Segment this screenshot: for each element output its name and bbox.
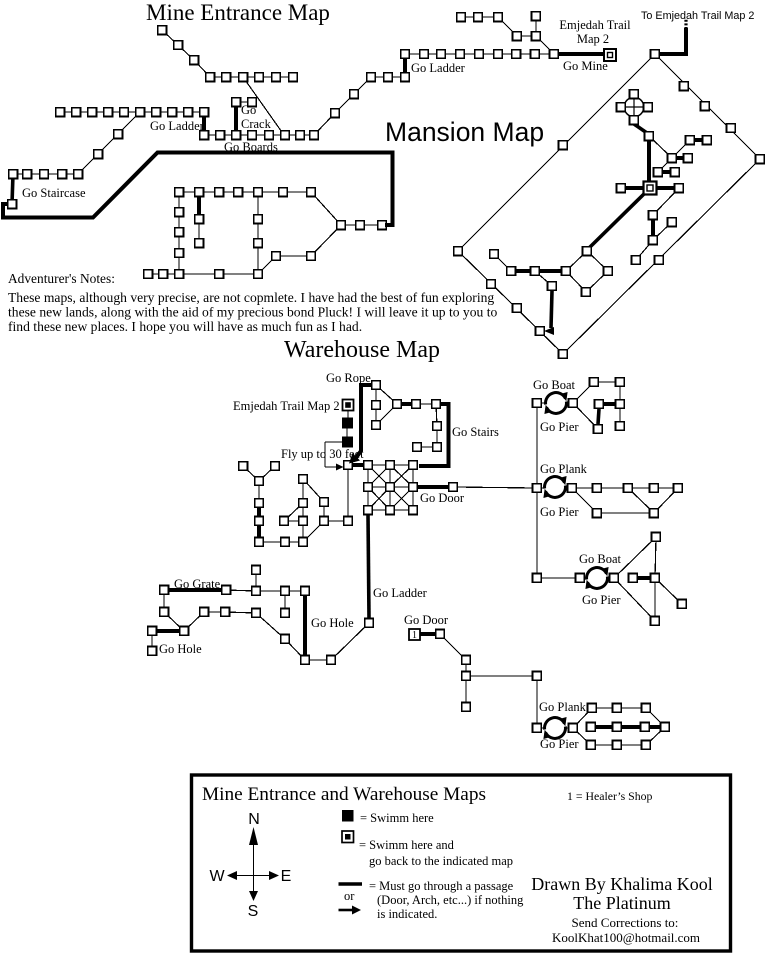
svg-text:Go Pier: Go Pier bbox=[540, 420, 579, 434]
svg-text:= Must go through a passage: = Must go through a passage bbox=[369, 879, 514, 893]
svg-text:Mansion Map: Mansion Map bbox=[385, 117, 544, 147]
svg-text:Go Mine: Go Mine bbox=[563, 59, 608, 73]
svg-text:Emjedah Trail Map 2: Emjedah Trail Map 2 bbox=[233, 399, 340, 413]
svg-text:Go Pier: Go Pier bbox=[540, 505, 579, 519]
svg-text:Go Plank: Go Plank bbox=[540, 462, 588, 476]
svg-text:is indicated.: is indicated. bbox=[377, 907, 437, 921]
svg-text:Mine Entrance and Warehouse Ma: Mine Entrance and Warehouse Maps bbox=[202, 784, 486, 805]
svg-text:KoolKhat100@hotmail.com: KoolKhat100@hotmail.com bbox=[552, 930, 700, 945]
svg-text:W: W bbox=[209, 868, 225, 885]
svg-text:Go Stairs: Go Stairs bbox=[452, 425, 499, 439]
svg-text:Map 2: Map 2 bbox=[577, 32, 609, 46]
svg-text:go back to the indicated map: go back to the indicated map bbox=[369, 854, 513, 868]
svg-text:Go Door: Go Door bbox=[404, 613, 449, 627]
svg-text:Mine Entrance Map: Mine Entrance Map bbox=[146, 0, 330, 25]
svg-text:Go Plank: Go Plank bbox=[539, 700, 587, 714]
svg-text:The Platinum: The Platinum bbox=[573, 893, 671, 913]
svg-text:Go Rope: Go Rope bbox=[326, 371, 371, 385]
svg-text:these new lands, along with th: these new lands, along with the aid of m… bbox=[8, 305, 497, 320]
svg-text:Go Boat: Go Boat bbox=[533, 378, 576, 392]
svg-text:find these new places. I hope: find these new places. I hope you will h… bbox=[8, 319, 362, 334]
svg-text:Go Ladder: Go Ladder bbox=[411, 61, 466, 75]
svg-text:Adventurer's Notes:: Adventurer's Notes: bbox=[8, 271, 115, 286]
svg-text:S: S bbox=[248, 903, 259, 920]
svg-text:Go Hole: Go Hole bbox=[311, 616, 354, 630]
svg-text:Crack: Crack bbox=[241, 117, 272, 131]
svg-text:1 = Healer’s Shop: 1 = Healer’s Shop bbox=[567, 789, 652, 803]
svg-text:Go Boat: Go Boat bbox=[579, 552, 622, 566]
svg-text:N: N bbox=[248, 811, 260, 828]
svg-text:Go Ladder: Go Ladder bbox=[150, 119, 205, 133]
svg-text:These maps, although very prec: These maps, although very precise, are n… bbox=[8, 290, 494, 305]
svg-text:Go Door: Go Door bbox=[420, 491, 465, 505]
svg-text:Emjedah Trail: Emjedah Trail bbox=[559, 18, 631, 32]
svg-text:Go Staircase: Go Staircase bbox=[22, 186, 86, 200]
svg-text:Go: Go bbox=[241, 103, 256, 117]
svg-text:1: 1 bbox=[412, 630, 417, 641]
svg-text:Go Pier: Go Pier bbox=[582, 593, 621, 607]
svg-text:Drawn By Khalima Kool: Drawn By Khalima Kool bbox=[531, 874, 712, 894]
svg-text:or: or bbox=[344, 889, 355, 903]
svg-text:= Swimm here and: = Swimm here and bbox=[359, 838, 455, 852]
svg-text:E: E bbox=[281, 868, 292, 885]
svg-text:Go Pier: Go Pier bbox=[540, 737, 579, 751]
svg-text:= Swimm here: = Swimm here bbox=[360, 811, 434, 825]
svg-text:Warehouse Map: Warehouse Map bbox=[284, 337, 440, 363]
svg-text:Go Hole: Go Hole bbox=[159, 642, 202, 656]
svg-text:Go Boards: Go Boards bbox=[224, 140, 278, 154]
svg-text:Send Corrections to:: Send Corrections to: bbox=[572, 915, 679, 930]
svg-text:Go Ladder: Go Ladder bbox=[373, 586, 428, 600]
svg-text:Go Grate: Go Grate bbox=[174, 577, 221, 591]
svg-text:Fly up to 30 feet: Fly up to 30 feet bbox=[281, 447, 364, 461]
svg-text:To Emjedah Trail Map 2: To Emjedah Trail Map 2 bbox=[641, 10, 754, 22]
svg-text:(Door, Arch, etc...) if nothin: (Door, Arch, etc...) if nothing bbox=[377, 893, 524, 907]
